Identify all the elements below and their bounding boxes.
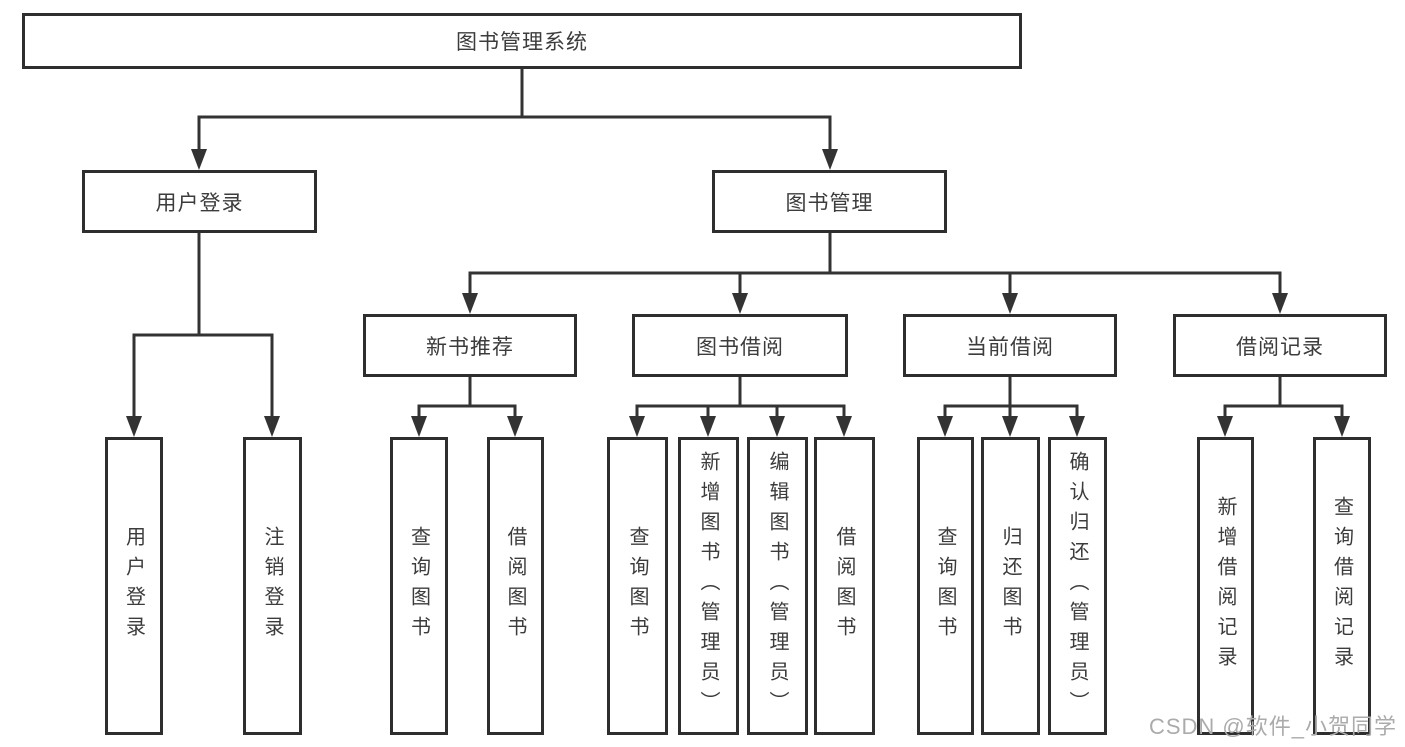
node-leaf-borrow-books-2-label: 借阅图书	[833, 526, 855, 646]
node-borrowing-records-label: 借阅记录	[1236, 335, 1324, 359]
node-leaf-borrow-books-2: 借阅图书	[814, 437, 875, 735]
node-leaf-edit-book-admin: 编辑图书（管理员）	[747, 437, 808, 735]
node-leaf-query-books-2: 查询图书	[607, 437, 668, 735]
connector-user-login-to-leaves	[126, 231, 280, 437]
node-borrowing-records: 借阅记录	[1173, 314, 1387, 377]
node-current-borrowing-label: 当前借阅	[966, 335, 1054, 359]
node-leaf-add-borrow-record: 新增借阅记录	[1197, 437, 1254, 735]
node-leaf-query-books-2-label: 查询图书	[626, 526, 648, 646]
node-leaf-logout: 注销登录	[243, 437, 302, 735]
connector-new-book-to-leaves	[411, 375, 523, 437]
node-user-login-label: 用户登录	[155, 191, 244, 215]
node-leaf-query-borrow-record: 查询借阅记录	[1313, 437, 1371, 735]
connector-book-mgmt-to-level3	[462, 231, 1288, 314]
node-leaf-add-book-admin-label: 新增图书（管理员）	[697, 451, 719, 721]
node-leaf-query-borrow-record-label: 查询借阅记录	[1330, 496, 1353, 676]
node-current-borrowing: 当前借阅	[903, 314, 1117, 377]
connector-book-borrow-to-leaves	[629, 375, 852, 437]
node-book-borrowing-label: 图书借阅	[696, 335, 784, 359]
node-leaf-borrow-books-1-label: 借阅图书	[504, 526, 526, 646]
node-leaf-return-book-label: 归还图书	[999, 526, 1021, 646]
node-leaf-add-borrow-record-label: 新增借阅记录	[1214, 496, 1236, 676]
node-leaf-return-book: 归还图书	[981, 437, 1040, 735]
csdn-watermark: CSDN @软件_小贺同学	[1148, 714, 1397, 739]
node-leaf-borrow-books-1: 借阅图书	[487, 437, 544, 735]
node-user-login: 用户登录	[82, 170, 317, 233]
node-leaf-query-books-3: 查询图书	[917, 437, 974, 735]
node-leaf-add-book-admin: 新增图书（管理员）	[678, 437, 739, 735]
node-leaf-logout-label: 注销登录	[261, 526, 283, 646]
node-leaf-confirm-return-admin-label: 确认归还（管理员）	[1066, 451, 1088, 721]
node-book-borrowing: 图书借阅	[632, 314, 848, 377]
node-leaf-edit-book-admin-label: 编辑图书（管理员）	[766, 451, 788, 721]
node-library-management-system-label: 图书管理系统	[456, 31, 588, 54]
connector-borrow-record-to-leaves	[1217, 375, 1350, 437]
node-leaf-user-login: 用户登录	[105, 437, 163, 735]
node-book-management-label: 图书管理	[785, 191, 874, 215]
node-book-management: 图书管理	[712, 170, 947, 233]
node-leaf-query-books-3-label: 查询图书	[934, 526, 956, 646]
node-leaf-query-books-1-label: 查询图书	[407, 526, 430, 646]
node-leaf-user-login-label: 用户登录	[122, 526, 145, 646]
node-new-book-recommendation-label: 新书推荐	[426, 335, 514, 359]
connector-current-borrow-to-leaves	[937, 375, 1085, 437]
node-leaf-confirm-return-admin: 确认归还（管理员）	[1048, 437, 1107, 735]
node-library-management-system: 图书管理系统	[22, 13, 1022, 69]
node-leaf-query-books-1: 查询图书	[390, 437, 448, 735]
connector-root-to-level2	[191, 67, 838, 170]
node-new-book-recommendation: 新书推荐	[363, 314, 577, 377]
